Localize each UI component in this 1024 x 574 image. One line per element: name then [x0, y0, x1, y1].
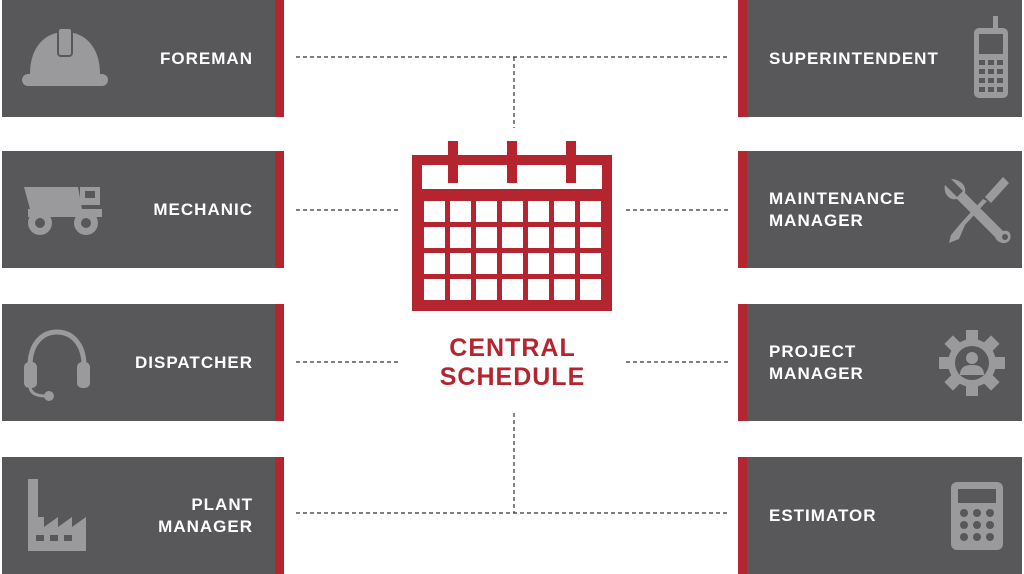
- calendar-day-cell: [528, 279, 549, 300]
- calendar-day-cell: [580, 253, 601, 274]
- role-card-project-manager: PROJECT MANAGER: [738, 304, 1022, 421]
- calendar-day-cell: [528, 201, 549, 222]
- wrench-screwdriver-icon: [943, 173, 1013, 247]
- gear-person-icon: [937, 328, 1007, 398]
- calendar-day-cell: [476, 253, 497, 274]
- role-label: DISPATCHER: [135, 352, 253, 372]
- dump-truck-icon: [22, 179, 106, 239]
- role-label: MAINTENANCE MANAGER: [769, 188, 906, 230]
- role-label: PLANT MANAGER: [158, 494, 253, 536]
- role-label: ESTIMATOR: [769, 505, 877, 525]
- calendar-day-cell: [450, 227, 471, 248]
- calendar-day-cell: [450, 279, 471, 300]
- role-label: SUPERINTENDENT: [769, 48, 939, 68]
- calendar-day-cell: [528, 253, 549, 274]
- calendar-day-cell: [424, 253, 445, 274]
- calendar-day-cell: [554, 279, 575, 300]
- calendar-day-cell: [554, 253, 575, 274]
- calendar-day-cell: [554, 227, 575, 248]
- calendar-day-cell: [502, 201, 523, 222]
- role-label: PROJECT MANAGER: [769, 341, 864, 383]
- role-card-superintendent: SUPERINTENDENT: [738, 0, 1022, 117]
- role-label: FOREMAN: [160, 48, 253, 68]
- role-card-dispatcher: DISPATCHER: [2, 304, 284, 421]
- calendar-day-cell: [580, 279, 601, 300]
- calendar-day-cell: [476, 201, 497, 222]
- calendar-day-cell: [554, 201, 575, 222]
- role-card-estimator: ESTIMATOR: [738, 457, 1022, 574]
- phone-icon: [971, 14, 1011, 100]
- role-label: MECHANIC: [153, 199, 253, 219]
- role-card-maintenance-manager: MAINTENANCE MANAGER: [738, 151, 1022, 268]
- calendar-day-cell: [424, 227, 445, 248]
- calendar-day-cell: [476, 227, 497, 248]
- role-card-foreman: FOREMAN: [2, 0, 284, 117]
- calendar-day-cell: [476, 279, 497, 300]
- calculator-icon: [950, 481, 1004, 551]
- factory-icon: [24, 477, 90, 553]
- calendar-day-cell: [424, 201, 445, 222]
- calendar-icon: [412, 141, 612, 311]
- calendar-day-cell: [580, 227, 601, 248]
- role-card-plant-manager: PLANT MANAGER: [2, 457, 284, 574]
- hard-hat-icon: [20, 22, 110, 92]
- headset-icon: [22, 326, 92, 402]
- calendar-day-cell: [502, 279, 523, 300]
- calendar-day-cell: [580, 201, 601, 222]
- calendar-day-cell: [450, 253, 471, 274]
- calendar-day-cell: [424, 279, 445, 300]
- calendar-day-cell: [450, 201, 471, 222]
- calendar-day-cell: [528, 227, 549, 248]
- central-schedule-title: CENTRAL SCHEDULE: [439, 334, 586, 391]
- role-card-mechanic: MECHANIC: [2, 151, 284, 268]
- calendar-day-cell: [502, 227, 523, 248]
- calendar-day-cell: [502, 253, 523, 274]
